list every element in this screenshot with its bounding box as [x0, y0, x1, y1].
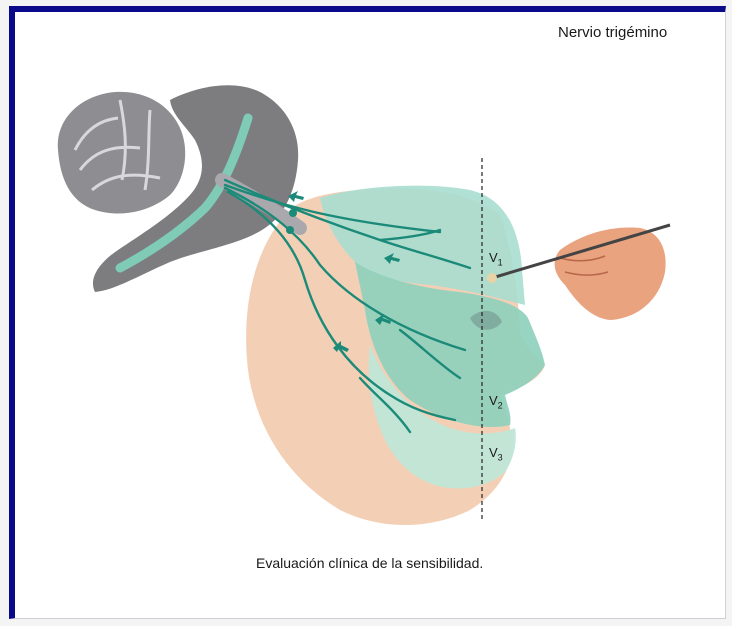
- label-v1: V1: [489, 250, 503, 268]
- ganglion-dot: [286, 226, 294, 234]
- probe-tip: [487, 273, 497, 283]
- ganglion-dot: [289, 209, 297, 217]
- label-v3: V3: [489, 445, 503, 463]
- label-v2: V2: [489, 393, 503, 411]
- figure-caption: Evaluación clínica de la sensibilidad.: [256, 555, 483, 571]
- figure-title: Nervio trigémino: [558, 24, 667, 41]
